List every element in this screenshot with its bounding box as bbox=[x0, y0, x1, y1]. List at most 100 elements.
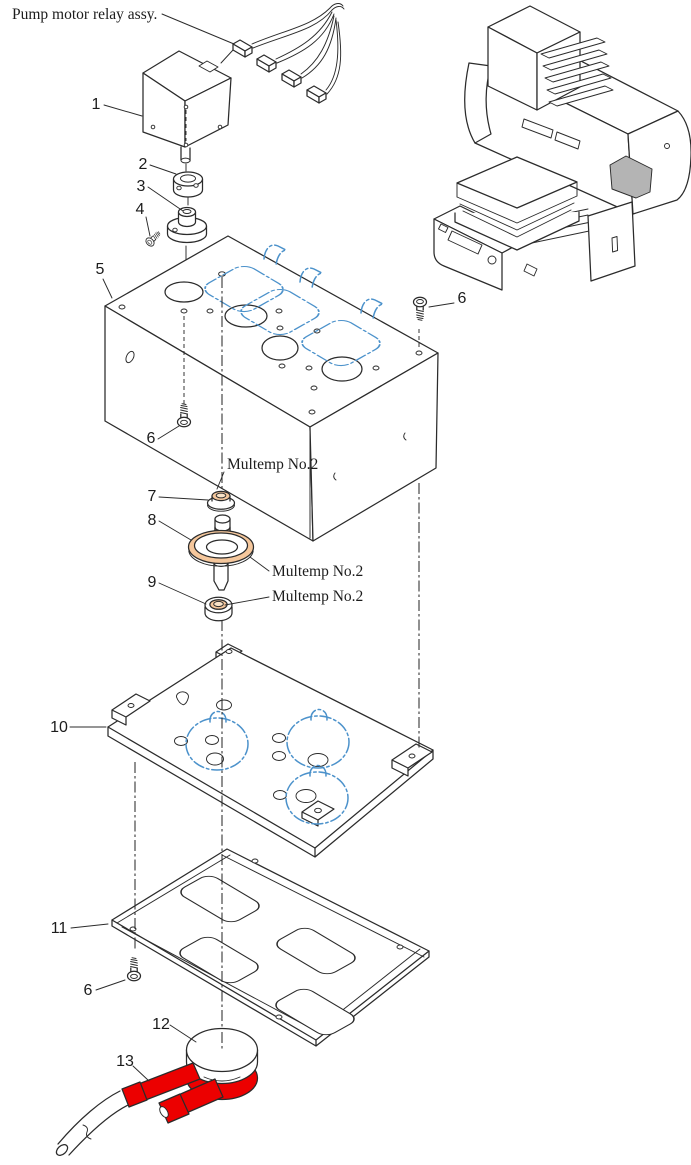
plate-bottom-tab bbox=[301, 800, 335, 827]
callout-13: 13 bbox=[116, 1053, 134, 1070]
printer-beam-slot-2 bbox=[554, 131, 581, 150]
callout-7: 7 bbox=[148, 488, 157, 505]
holder-side-hole bbox=[172, 227, 178, 233]
drain-tube-walls bbox=[57, 1090, 129, 1156]
motor-terminal-tab bbox=[198, 60, 219, 73]
leader-2 bbox=[149, 164, 177, 175]
plate-thickness bbox=[107, 726, 434, 858]
bracket-right-face bbox=[309, 352, 439, 542]
spacer-flange-rim bbox=[207, 504, 235, 512]
printer-control-panel bbox=[447, 230, 483, 255]
collar-setscrew-hole-1 bbox=[176, 185, 182, 191]
holder-bore bbox=[182, 209, 192, 214]
bracket-left-oval-hole bbox=[125, 350, 135, 364]
printer-stand-slot bbox=[611, 236, 619, 253]
spacer-grease-cap-center bbox=[215, 492, 227, 499]
printer-panel-button-square bbox=[438, 223, 449, 233]
plate-keyhole-cutout bbox=[176, 691, 189, 706]
fitting-lower-bore bbox=[159, 1106, 169, 1118]
leader-11 bbox=[70, 923, 109, 929]
gear-shank-top-edge bbox=[213, 562, 229, 567]
leader-12 bbox=[169, 1024, 197, 1043]
printer-panel-button-round bbox=[487, 255, 497, 265]
tray-cutouts bbox=[179, 875, 356, 1036]
callout-12: 12 bbox=[152, 1016, 170, 1033]
bracket-face-hole-marks bbox=[333, 432, 407, 481]
leader-1 bbox=[103, 104, 143, 117]
leader-6-right bbox=[428, 302, 455, 308]
pump-head-seam bbox=[203, 1076, 241, 1082]
leader-4 bbox=[145, 216, 151, 237]
grease-label-1: Multemp No.2 bbox=[227, 456, 318, 473]
figure-labels: Pump motor relay assy. Multemp No.2 Mult… bbox=[12, 6, 467, 1070]
callout-3: 3 bbox=[137, 178, 146, 195]
leader-lines bbox=[69, 13, 455, 1082]
gear-lower-shank bbox=[213, 562, 229, 591]
bushing-bore bbox=[213, 600, 224, 608]
pump-gear bbox=[187, 514, 255, 591]
callout-9: 9 bbox=[148, 574, 157, 591]
leader-assembly-label bbox=[161, 13, 235, 45]
bottom-tray bbox=[111, 848, 430, 1047]
leader-6-bottom bbox=[95, 979, 126, 991]
drain-tube-end bbox=[55, 1144, 69, 1156]
leader-6-left bbox=[157, 425, 180, 440]
pump-motor bbox=[142, 50, 232, 164]
callout-8: 8 bbox=[148, 512, 157, 529]
motor-right-face bbox=[184, 77, 232, 148]
callout-4: 4 bbox=[136, 201, 145, 218]
printer-foot bbox=[523, 263, 538, 277]
motor-shaft-end bbox=[180, 157, 191, 164]
printer-overview-thumbnail bbox=[433, 5, 691, 291]
leader-8 bbox=[158, 520, 192, 541]
plate-right-tab bbox=[391, 743, 433, 777]
plate-holes bbox=[127, 649, 416, 814]
greased-bushing bbox=[204, 596, 233, 622]
harness-wires bbox=[251, 3, 345, 95]
leader-grease-2 bbox=[249, 556, 270, 572]
printer-beam-slot-1 bbox=[521, 118, 554, 139]
collar-setscrew-hole-2 bbox=[193, 183, 199, 188]
leader-13 bbox=[132, 1065, 150, 1082]
grease-label-2: Multemp No.2 bbox=[272, 563, 363, 580]
printer-platen-layers bbox=[456, 181, 578, 238]
line-art-root: Pump motor relay assy. Multemp No.2 Mult… bbox=[12, 3, 691, 1156]
tray-holes bbox=[129, 858, 404, 1020]
fitting-collar-upper bbox=[121, 1081, 148, 1108]
callout-5: 5 bbox=[96, 261, 105, 278]
plate-left-tab bbox=[111, 693, 151, 726]
collar-bore bbox=[180, 174, 196, 183]
leader-5 bbox=[102, 278, 113, 299]
motor-shaft bbox=[180, 146, 191, 162]
callout-6-left: 6 bbox=[147, 430, 156, 447]
bearing-holder bbox=[166, 206, 208, 244]
assembly-label: Pump motor relay assy. bbox=[12, 6, 157, 23]
callout-11: 11 bbox=[51, 920, 68, 937]
leader-9 bbox=[158, 582, 207, 605]
greased-spacer bbox=[206, 490, 236, 512]
printer-cartridge-slats bbox=[540, 37, 614, 107]
harness-motor-lead bbox=[220, 49, 234, 64]
upper-bracket bbox=[104, 235, 439, 542]
callout-6-bottom: 6 bbox=[84, 982, 93, 999]
callout-10: 10 bbox=[50, 719, 68, 736]
ink-pump-assembly bbox=[55, 1027, 259, 1156]
drain-tube-break-mark bbox=[82, 1124, 92, 1140]
printer-tower-dot bbox=[664, 143, 670, 149]
tube-fittings-red bbox=[121, 1062, 224, 1124]
bracket-large-holes bbox=[164, 281, 363, 382]
leader-grease-1 bbox=[216, 471, 225, 490]
drain-tube bbox=[55, 1090, 129, 1156]
leader-grease-3 bbox=[224, 596, 270, 606]
shaft-collar bbox=[172, 171, 204, 198]
pump-head-top bbox=[185, 1027, 259, 1073]
callout-1: 1 bbox=[92, 96, 101, 113]
printer-shaded-location-area bbox=[609, 155, 653, 199]
leader-7 bbox=[158, 496, 209, 501]
gear-hub bbox=[205, 539, 239, 555]
printer-stand-box bbox=[587, 201, 636, 282]
leader-3 bbox=[147, 186, 184, 212]
gear-shaft-top bbox=[214, 514, 231, 524]
